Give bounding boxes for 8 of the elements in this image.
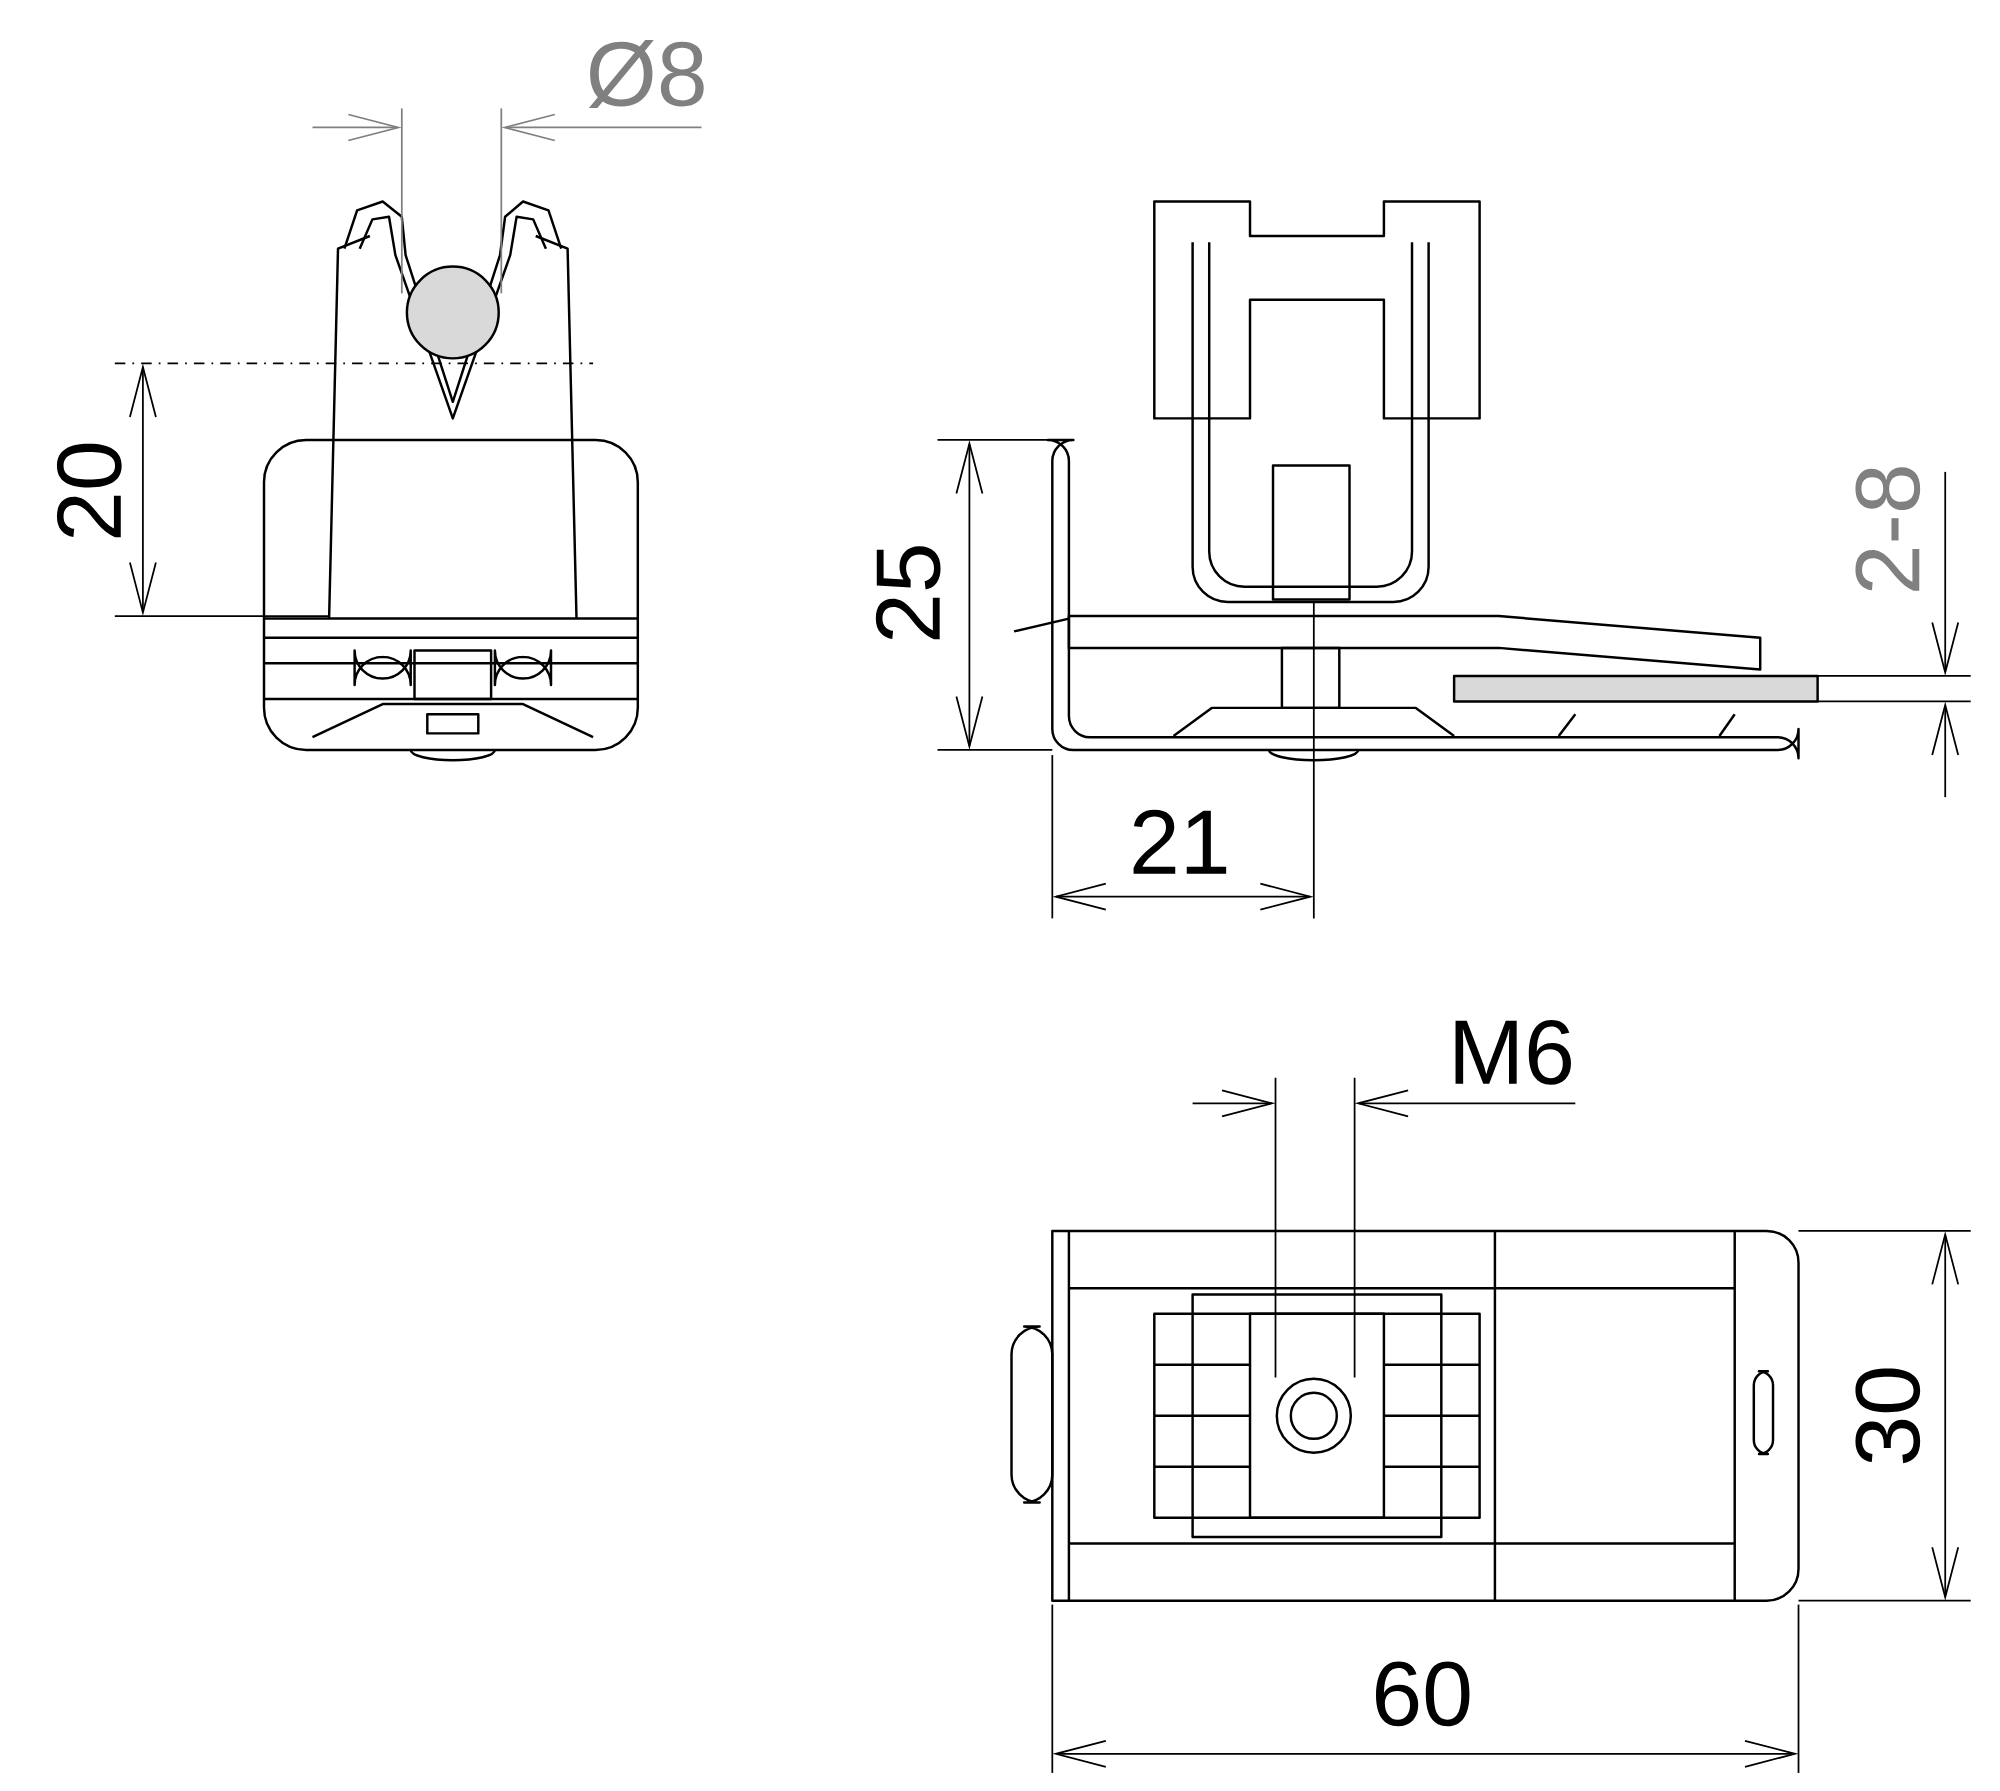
dimension-label: 25 <box>875 546 941 640</box>
dimension-label: Ø8 <box>588 40 704 108</box>
dimension-label: 20 <box>56 443 122 538</box>
dimension-label: 2-8 <box>1855 467 1921 591</box>
dimension-label: 30 <box>1855 1368 1921 1464</box>
dimension-label: M6 <box>1455 1020 1571 1085</box>
dimension-label: 60 <box>1376 1661 1470 1727</box>
dimension-label: 21 <box>1133 809 1227 874</box>
